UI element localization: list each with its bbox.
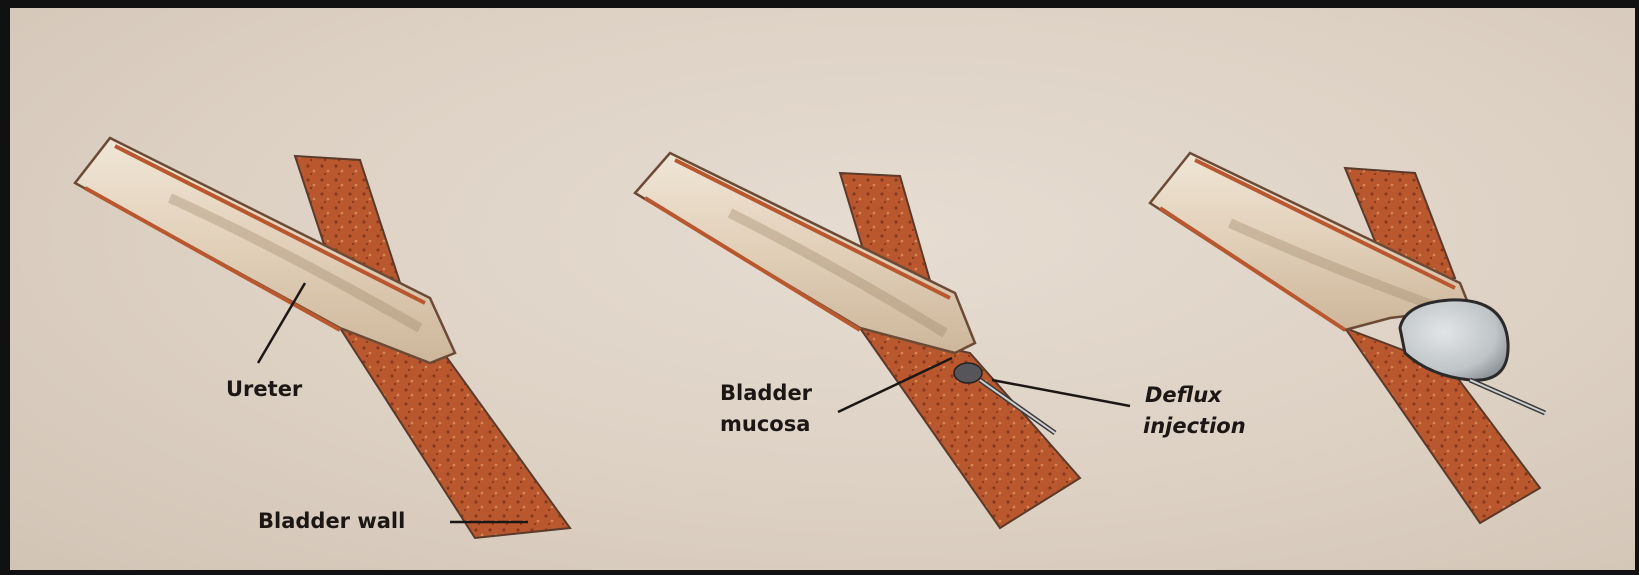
panel-2-injection <box>635 153 1080 528</box>
deflux-bolus-small <box>954 363 982 383</box>
bladder-wall-lower-1 <box>340 328 570 538</box>
ureter-label: Ureter <box>226 377 303 401</box>
bladder-wall-label: Bladder wall <box>258 509 405 533</box>
bladder-mucosa-label-line2: mucosa <box>720 412 810 436</box>
deflux-label-line2: injection <box>1143 414 1246 438</box>
deflux-label-line1: Deflux <box>1145 383 1223 407</box>
bladder-mucosa-label-line1: Bladder <box>720 381 813 405</box>
ureter-tube-1 <box>75 138 455 363</box>
panel-3-result <box>1150 153 1545 523</box>
deflux-diagram: Ureter Bladder wall Bladder mucosa Deflu… <box>10 8 1635 570</box>
illustration-page: Ureter Bladder wall Bladder mucosa Deflu… <box>10 8 1635 570</box>
panel-1-normal-anatomy <box>75 138 570 538</box>
